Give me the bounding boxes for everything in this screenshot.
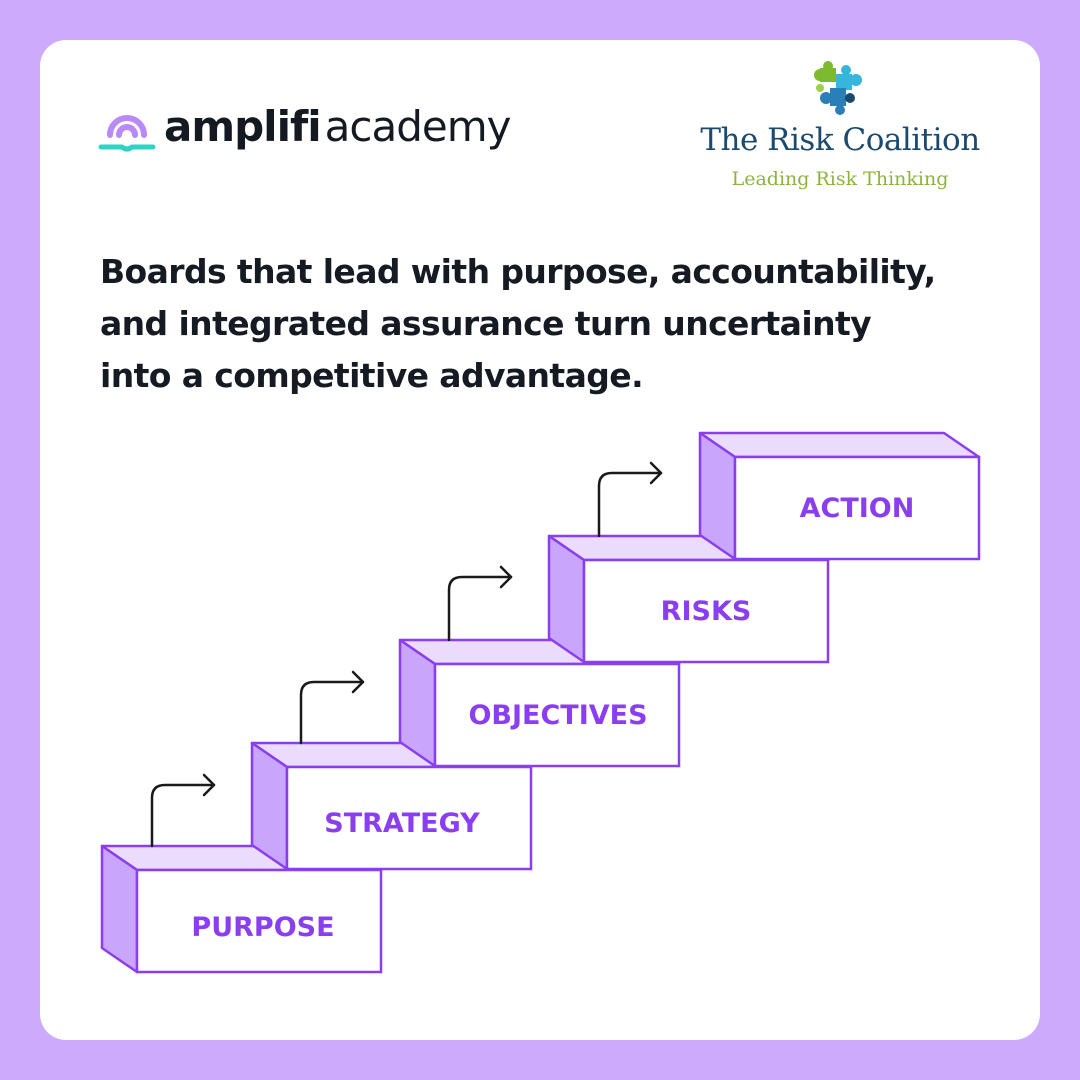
- curved-arrow-right-icon: [597, 461, 663, 538]
- curved-arrow-right-icon: [150, 773, 216, 848]
- headline-line-3: into a competitive advantage.: [100, 356, 644, 395]
- partner-tagline: Leading Risk Thinking: [731, 168, 949, 190]
- step-label-strategy: STRATEGY: [324, 808, 480, 839]
- curved-arrow-right-icon: [447, 565, 513, 642]
- step-action: ACTION: [698, 431, 981, 561]
- amplifi-signal-book-icon: [98, 115, 156, 152]
- step-label-action: ACTION: [800, 493, 915, 524]
- brand-name-light: academy: [324, 101, 512, 151]
- step-label-risks: RISKS: [661, 596, 752, 627]
- headline-line-1: Boards that lead with purpose, accountab…: [100, 252, 936, 291]
- partner-name: The Risk Coalition: [700, 122, 980, 158]
- risk-coalition-logo: The Risk Coalition Leading Risk Thinking: [690, 58, 990, 198]
- curved-arrow-right-icon: [299, 670, 365, 745]
- step-label-objectives: OBJECTIVES: [468, 700, 647, 731]
- brand-name-bold: amplifi: [164, 101, 322, 151]
- headline-line-2: and integrated assurance turn uncertaint…: [100, 304, 872, 343]
- step-label-purpose: PURPOSE: [191, 912, 334, 943]
- puzzle-molecule-icon: [814, 61, 862, 115]
- amplifi-academy-logo: amplifi academy: [98, 96, 512, 156]
- headline: Boards that lead with purpose, accountab…: [100, 246, 1000, 402]
